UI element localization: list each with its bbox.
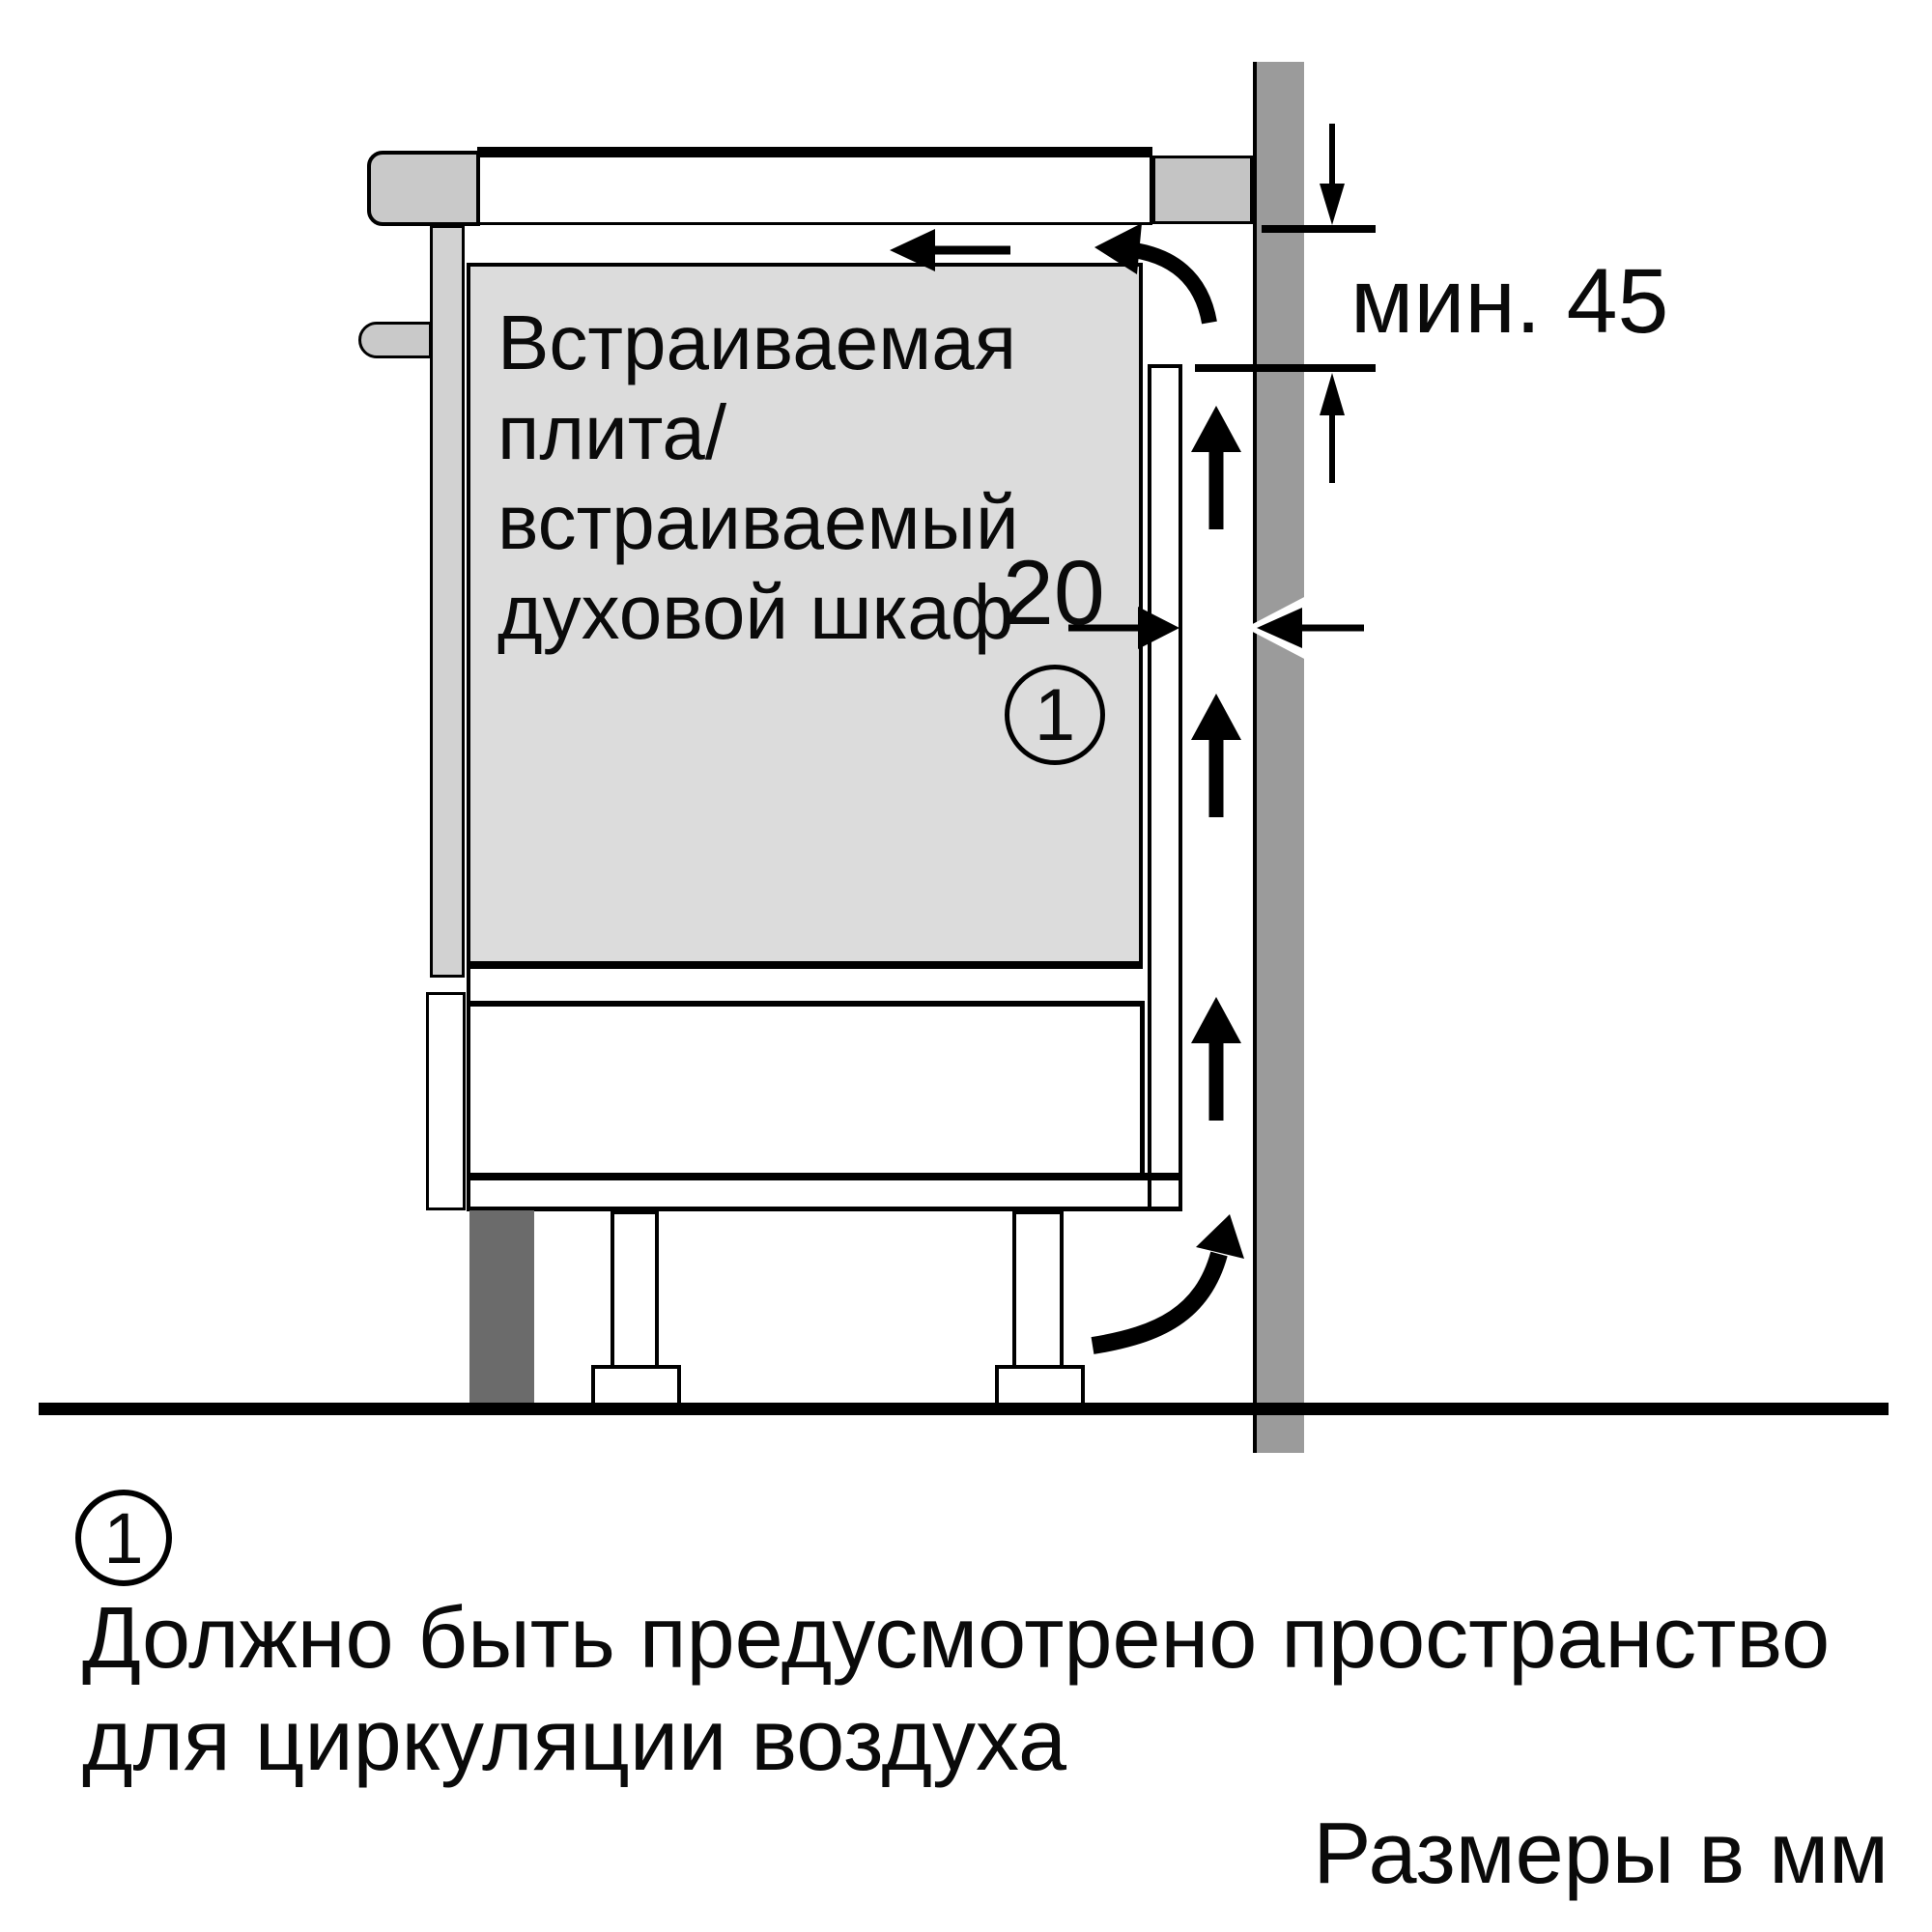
countertop	[477, 147, 1152, 225]
airflow-up-arrow-1-icon	[1191, 406, 1241, 529]
appliance-label-line2: плита/	[497, 389, 727, 475]
plinth-bar	[469, 1210, 534, 1406]
airflow-left-arrow-icon	[890, 229, 1010, 271]
drawer-right-edge	[1140, 1001, 1145, 1180]
oven-cabinet-body	[467, 263, 1143, 969]
footnote-1-number: 1	[103, 1497, 144, 1578]
airflow-up-arrow-3-icon	[1191, 997, 1241, 1121]
wall	[1253, 62, 1304, 1453]
cabinet-left-edge-lower	[467, 969, 470, 1210]
airflow-up-arrow-2-icon	[1191, 694, 1241, 817]
gap-dimension-value: 20	[1003, 542, 1105, 644]
rear-vent-panel	[1148, 364, 1182, 1211]
cabinet-side-trim-upper	[430, 225, 465, 978]
dimension-gap20	[1068, 595, 1364, 661]
appliance-label: Встраиваемая плита/ встраиваемый духовой…	[497, 298, 1019, 657]
airflow-curve-bottom-icon	[1091, 1214, 1244, 1354]
cabinet-bottom-line	[467, 1207, 1182, 1211]
floor-line	[39, 1403, 1889, 1415]
drawer-bottom-line	[467, 1173, 1182, 1180]
appliance-label-line4: духовой шкаф	[497, 569, 1014, 655]
drawer-top-line	[467, 1001, 1143, 1007]
leg-left-shaft	[611, 1210, 659, 1369]
footnote-line2: для циркуляции воздуха	[82, 1692, 1067, 1789]
min-distance-label: мин. 45	[1350, 250, 1669, 353]
units-note: Размеры в мм	[1313, 1805, 1889, 1902]
callout-1-badge: 1	[1005, 665, 1105, 765]
leg-right-shaft	[1012, 1210, 1064, 1369]
appliance-label-line3: встраиваемый	[497, 479, 1019, 565]
hob-front-panel	[367, 151, 480, 226]
worktop-end-strip	[1152, 156, 1253, 224]
appliance-label-line1: Встраиваемая	[497, 299, 1017, 385]
airflow-curve-top-icon	[1094, 223, 1217, 325]
dimension-min45	[1195, 124, 1376, 483]
callout-1-number: 1	[1034, 673, 1076, 756]
footnote-1-badge: 1	[75, 1490, 172, 1586]
fixing-clamp	[358, 322, 432, 358]
cabinet-side-trim-lower	[426, 992, 466, 1210]
footnote-line1: Должно быть предусмотрено пространство	[82, 1590, 1831, 1687]
